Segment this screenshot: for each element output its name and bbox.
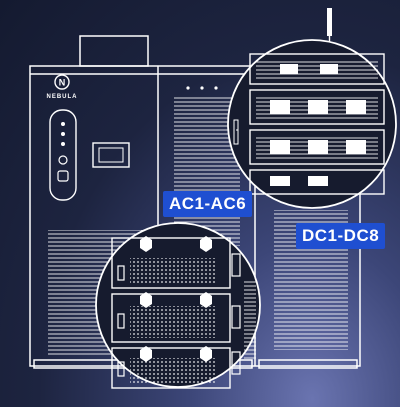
ac-magnifier	[95, 222, 261, 389]
nebula-logo-icon: N	[54, 74, 70, 90]
dc-label-badge: DC1-DC8	[296, 223, 386, 249]
brand-name: NEBULA	[46, 94, 78, 100]
dc-magnifier	[227, 39, 397, 209]
middle-indicator-dots	[186, 86, 218, 90]
ac-label-badge: AC1-AC6	[163, 191, 253, 217]
svg-text:N: N	[59, 78, 66, 88]
